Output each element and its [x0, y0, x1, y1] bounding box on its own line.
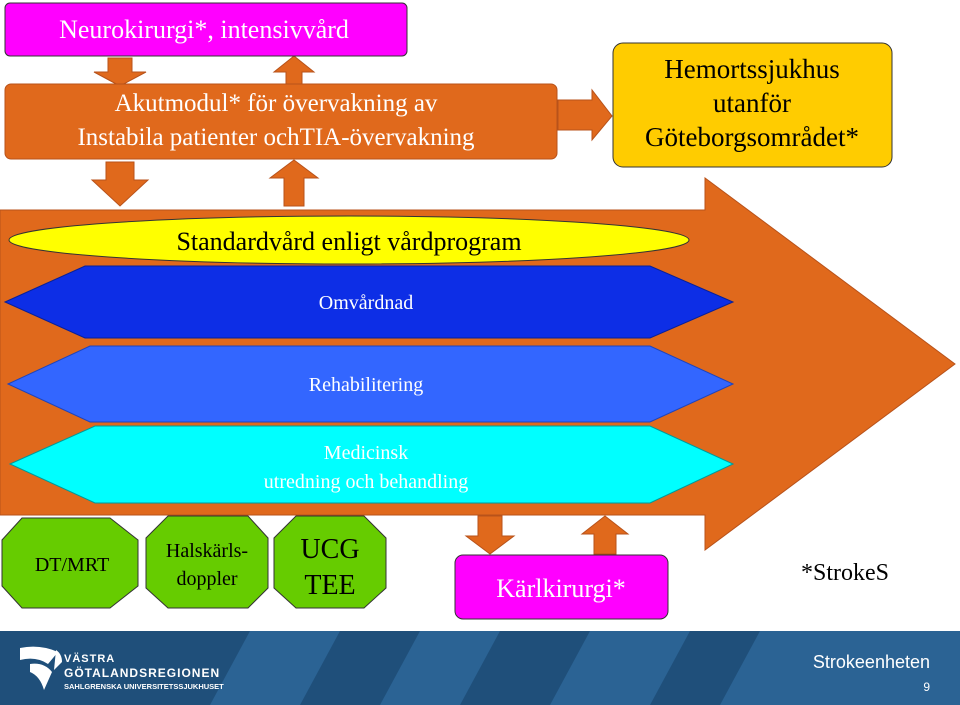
arrow-down-akut: [90, 161, 150, 207]
omvardnad-shape: [3, 265, 735, 339]
dtmrt-label: DT/MRT: [35, 554, 109, 576]
logo-line1: VÄSTRA: [64, 652, 115, 665]
halskarl-octagon: [145, 515, 269, 609]
akut-label-line1: Akutmodul* för övervakning av: [115, 90, 438, 117]
karl-label: Kärlkirurgi*: [496, 574, 626, 603]
arrow-up-karl: [580, 515, 630, 555]
arrow-down-karl: [464, 515, 516, 555]
medicinsk-label-line1: Medicinsk: [324, 442, 408, 464]
rehab-label: Rehabilitering: [309, 374, 423, 396]
logo-line3: SAHLGRENSKA UNIVERSITETSSJUKHUSET: [64, 682, 224, 691]
arrow-right-to-hemort: [557, 88, 613, 142]
halskarl-label-line2: doppler: [176, 568, 237, 590]
strokes-note: *StrokeS: [801, 560, 889, 586]
hemort-label-line2: utanför: [713, 88, 791, 118]
akut-box: [4, 83, 558, 160]
standard-label: Standardvård enligt vårdprogram: [176, 227, 521, 256]
logo-line2: GÖTALANDSREGIONEN: [64, 665, 220, 680]
omvardnad-label: Omvårdnad: [319, 292, 413, 314]
footer-stripe-1: [210, 631, 340, 705]
medicinsk-label-line2: utredning och behandling: [264, 471, 468, 493]
ucg-label-line2: TEE: [304, 570, 355, 601]
footer-stripe-4: [720, 631, 960, 705]
halskarl-label-line1: Halskärls-: [166, 540, 248, 562]
region-logo-icon: [20, 646, 62, 690]
hemort-box: [612, 42, 893, 168]
ucg-octagon: [273, 515, 387, 609]
standard-ellipse: [8, 215, 690, 265]
neuro-label: Neurokirurgi*, intensivvård: [59, 15, 349, 44]
rehab-shape: [6, 345, 735, 423]
footer-stripe-2: [380, 631, 500, 705]
neuro-box: [4, 2, 408, 57]
arrow-up-neuro: [272, 55, 316, 87]
arrow-up-akut: [268, 159, 320, 207]
hemort-label-line3: Göteborgsområdet*: [645, 122, 859, 152]
medicinsk-shape: [8, 425, 735, 504]
akut-label-line2: Instabila patienter ochTIA-övervakning: [77, 124, 475, 151]
arrow-down-neuro: [93, 57, 147, 87]
hemort-label-line1: Hemortssjukhus: [664, 54, 840, 84]
footer-stripe-3: [550, 631, 690, 705]
karl-box: [454, 554, 669, 620]
dtmrt-octagon: [1, 517, 139, 609]
footer-page-number: 9: [923, 680, 930, 694]
ucg-label-line1: UCG: [300, 534, 359, 565]
footer-unit-label: Strokeenheten: [813, 652, 930, 672]
